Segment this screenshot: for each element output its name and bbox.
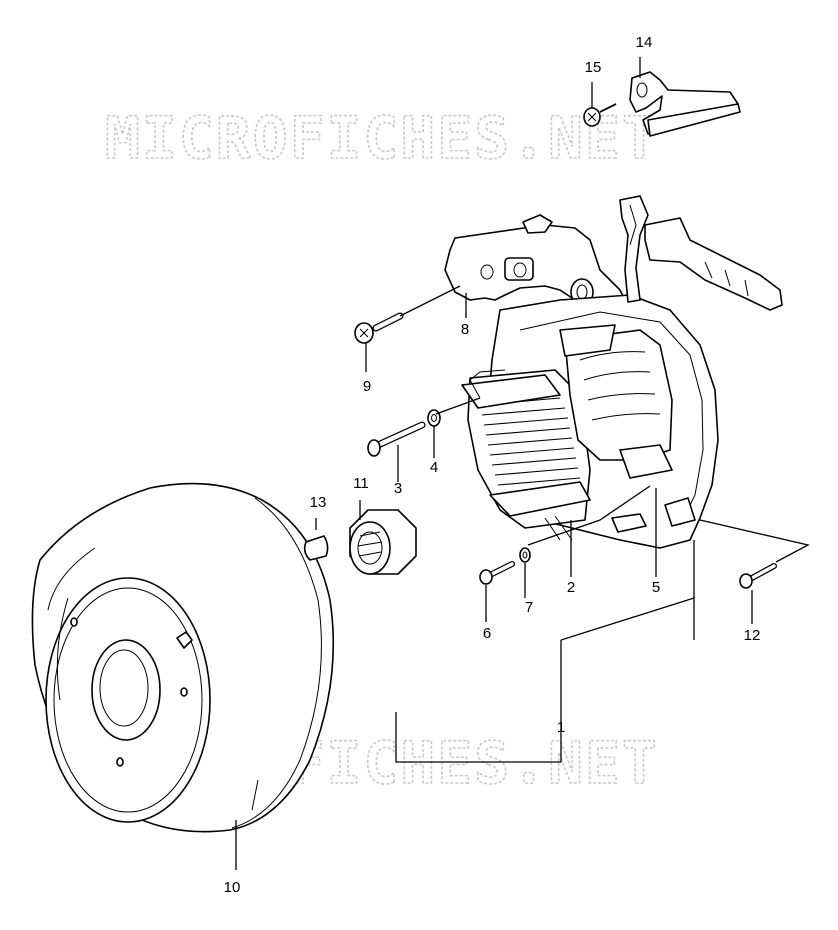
callout-5: 5 — [652, 579, 660, 596]
callout-1: 1 — [557, 719, 565, 736]
callout-12: 12 — [744, 627, 761, 644]
callout-2: 2 — [567, 579, 575, 596]
callout-10: 10 — [224, 879, 241, 896]
screw-part-12 — [739, 563, 777, 589]
screw-part-6 — [479, 561, 515, 585]
key-part-13 — [303, 535, 329, 561]
callout-4: 4 — [430, 459, 438, 476]
watermark-top: MICROFICHES.NET — [105, 104, 659, 172]
bolt-part-9 — [354, 312, 404, 344]
rotor-flywheel-part-10 — [31, 482, 335, 833]
stator-coil-left — [461, 369, 591, 541]
nut-part-11 — [349, 509, 417, 575]
callout-9: 9 — [363, 378, 371, 395]
bolt-part-3 — [367, 421, 426, 457]
screw-part-15 — [583, 103, 617, 127]
bracket-part-14 — [629, 71, 741, 137]
washer-part-4 — [427, 409, 441, 427]
callout-7: 7 — [525, 599, 533, 616]
callout-15: 15 — [585, 59, 602, 76]
callout-11: 11 — [353, 475, 369, 492]
callout-14: 14 — [636, 34, 653, 51]
callout-13: 13 — [310, 494, 327, 511]
callout-labels: 1 2 3 4 5 6 7 8 9 10 11 12 13 14 15 — [224, 34, 761, 896]
callout-6: 6 — [483, 625, 491, 642]
washer-part-7 — [519, 547, 531, 563]
stator-coil-right — [559, 324, 673, 479]
callout-3: 3 — [394, 480, 402, 497]
leader-lines — [235, 57, 810, 870]
callout-8: 8 — [461, 321, 469, 338]
